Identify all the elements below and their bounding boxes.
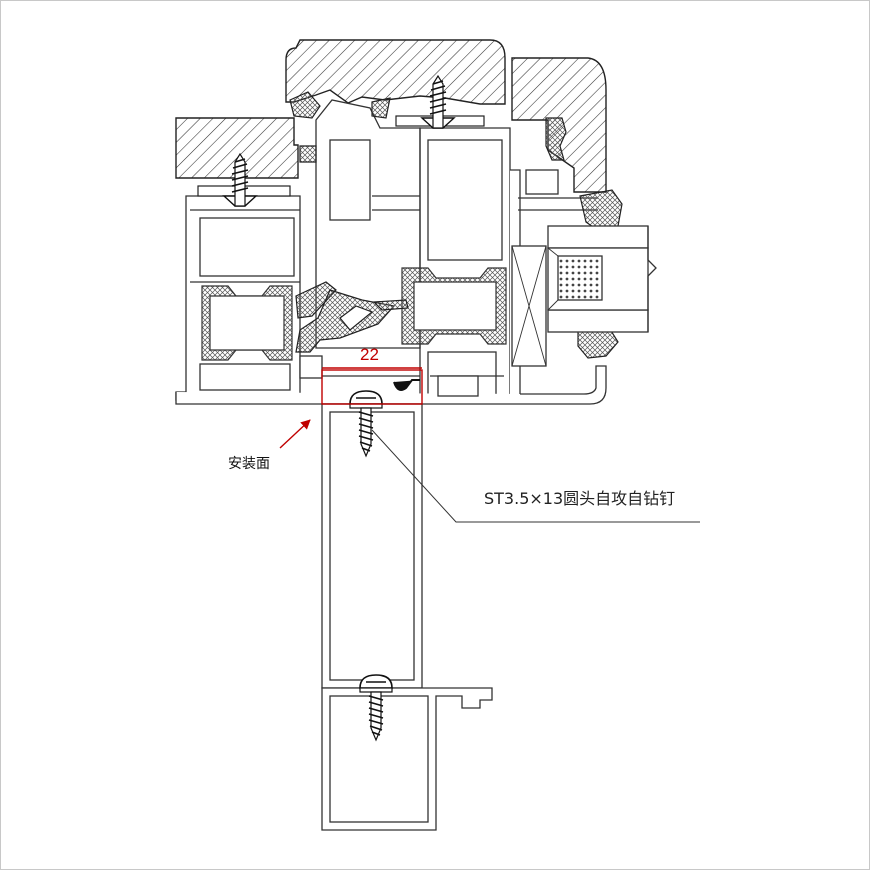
thermal-break <box>201 267 507 361</box>
gaskets <box>289 91 623 359</box>
glazing-unit <box>511 225 657 367</box>
gasket-clip <box>393 379 420 391</box>
extension-profile <box>321 403 493 831</box>
install-surface-label: 安装面 <box>228 456 270 472</box>
dimension-marker <box>321 367 423 405</box>
dimension-label: 22 <box>360 345 379 364</box>
screw-spec-label: ST3.5×13圆头自攻自钻钉 <box>484 489 675 508</box>
leader-line <box>371 429 700 523</box>
arrow-icon <box>279 419 311 449</box>
